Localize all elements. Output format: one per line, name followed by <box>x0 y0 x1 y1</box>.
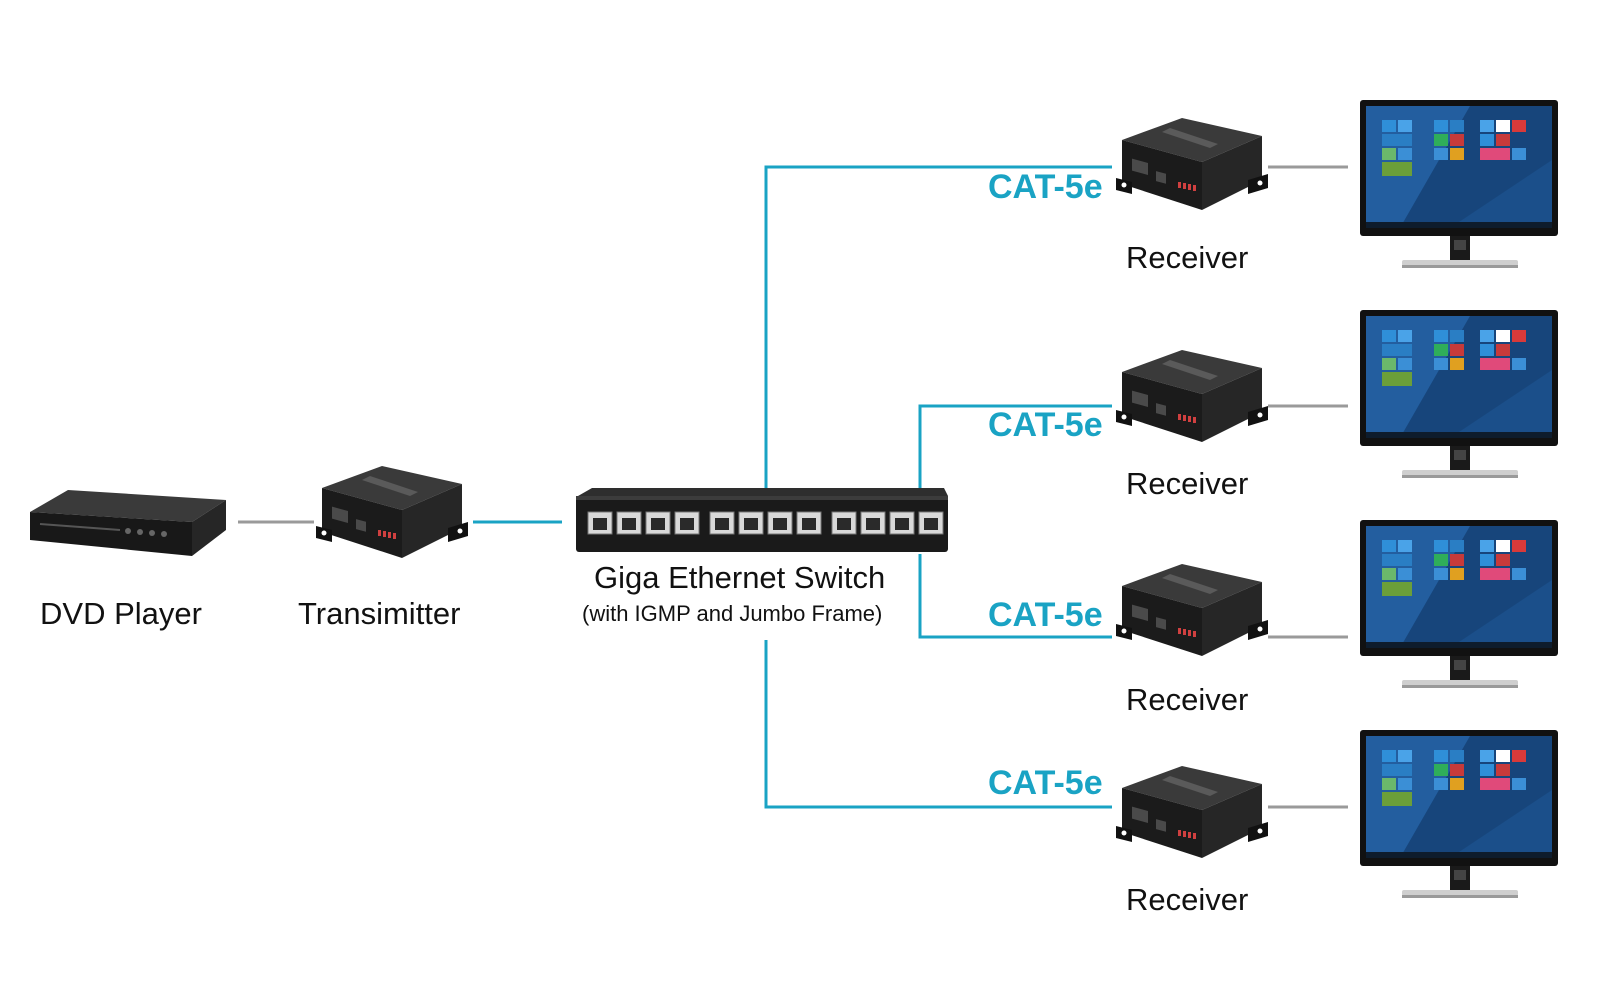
monitor-icon <box>1360 100 1558 268</box>
extender-box-icon <box>1116 350 1268 442</box>
switch-port-socket <box>895 518 909 530</box>
switch-port-socket <box>680 518 694 530</box>
extender-box-icon <box>1116 118 1268 210</box>
cable-label-3: CAT-5e <box>988 596 1103 634</box>
receiver-label-1: Receiver <box>1126 240 1249 275</box>
switch-to-receiver-2-cable <box>918 404 1112 492</box>
switch-to-receiver-4-cable <box>764 640 1112 809</box>
extender-box-icon <box>316 466 468 558</box>
switch-to-receiver-3-cable <box>918 554 1112 639</box>
transmitter-label: Transimitter <box>298 596 461 631</box>
switch-port-socket <box>924 518 938 530</box>
network-switch-icon <box>576 488 948 552</box>
monitor-icon <box>1360 520 1558 688</box>
switch-port-socket <box>622 518 636 530</box>
switch-port-socket <box>744 518 758 530</box>
switch-port-socket <box>715 518 729 530</box>
switch-port-socket <box>866 518 880 530</box>
switch-port-socket <box>651 518 665 530</box>
receiver-label-3: Receiver <box>1126 682 1249 717</box>
network-cables <box>473 165 1112 809</box>
switch-label: Giga Ethernet Switch <box>594 560 886 595</box>
cable-label-2: CAT-5e <box>988 406 1103 444</box>
monitor-icon <box>1360 310 1558 478</box>
receiver-label-2: Receiver <box>1126 466 1249 501</box>
monitor-icon <box>1360 730 1558 898</box>
cable-label-1: CAT-5e <box>988 168 1103 206</box>
switch-to-receiver-1-cable <box>764 165 1112 492</box>
switch-port-socket <box>802 518 816 530</box>
switch-port-socket <box>837 518 851 530</box>
extender-box-icon <box>1116 564 1268 656</box>
cable-label-4: CAT-5e <box>988 764 1103 802</box>
extender-box-icon <box>1116 766 1268 858</box>
switch-port-socket <box>593 518 607 530</box>
switch-port-socket <box>773 518 787 530</box>
receiver-label-4: Receiver <box>1126 882 1249 917</box>
dvd-player-icon <box>30 490 226 556</box>
dvd-player-label: DVD Player <box>40 596 202 631</box>
av-cables <box>238 165 1348 809</box>
switch-sublabel: (with IGMP and Jumbo Frame) <box>582 601 883 626</box>
